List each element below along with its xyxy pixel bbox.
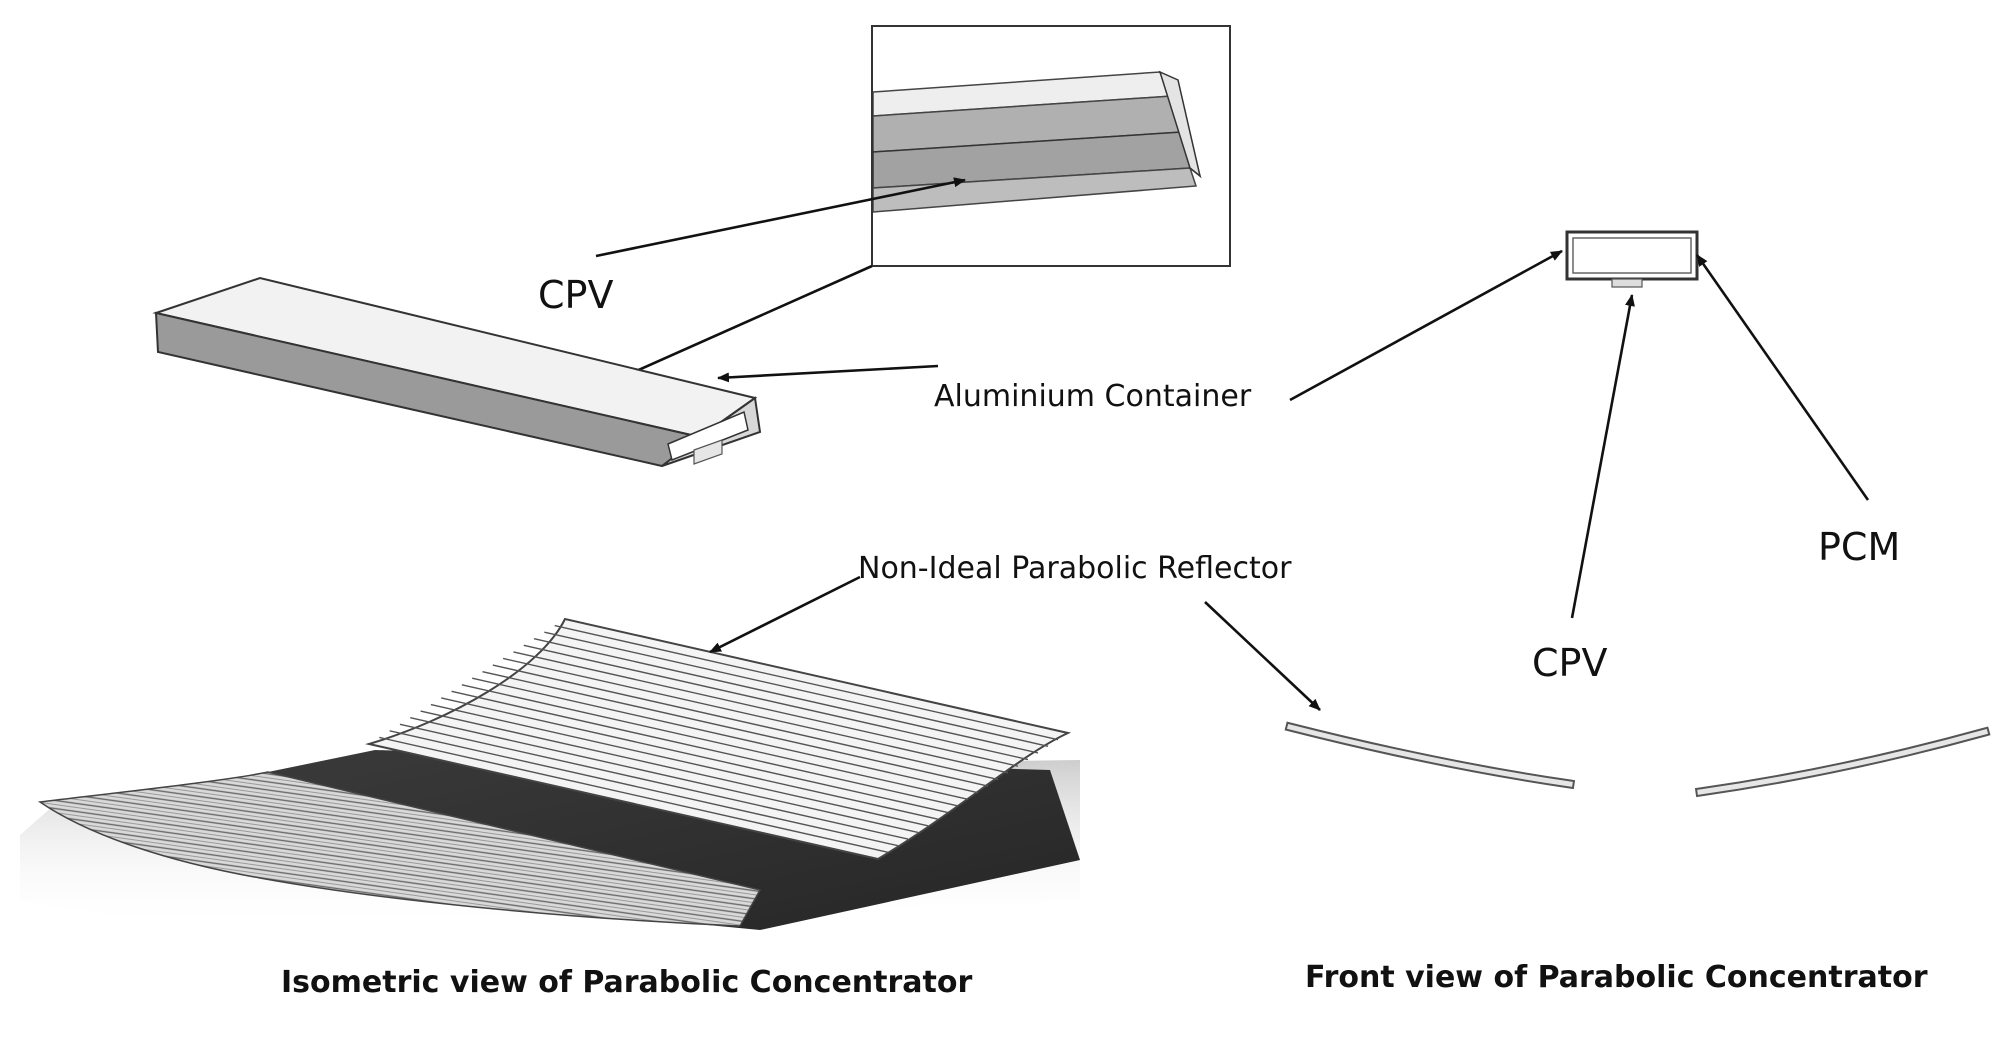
reflector-ridge-line <box>482 670 989 787</box>
pcm-label: PCM <box>1818 525 1900 569</box>
reflector-ridge-line <box>399 723 909 840</box>
front-view-caption: Front view of Parabolic Concentrator <box>1305 960 1928 995</box>
isometric-view-caption: Isometric view of Parabolic Concentrator <box>281 965 972 1000</box>
isometric-parabolic-reflector <box>20 617 1080 930</box>
reflector-ridge-line <box>544 631 1049 747</box>
cpv-front-label: CPV <box>1532 641 1607 685</box>
reflector-ridge-line <box>430 703 939 820</box>
reflector-ridge-line <box>554 624 1059 741</box>
cpv-top-arrow <box>595 177 966 258</box>
cpv-top-label: CPV <box>538 273 613 317</box>
reflector-ridge-line <box>420 710 929 827</box>
aluminium-container-isometric <box>152 276 762 468</box>
reflector-ridge-line <box>461 684 969 800</box>
reflector-ridge-line <box>513 651 1019 767</box>
reflector-ridge-line <box>410 717 919 834</box>
reflector-ridge-line <box>523 644 1029 761</box>
non-ideal-reflector-label: Non-Ideal Parabolic Reflector <box>858 551 1292 586</box>
container-iso-arrow <box>717 364 939 383</box>
reflector-ridge-line <box>472 677 979 794</box>
front-view-reflector <box>1284 721 1991 798</box>
aluminium-container-label: Aluminium Container <box>934 379 1252 414</box>
reflector-ridge-line <box>533 638 1039 754</box>
reflector-ridge-line <box>502 657 1009 774</box>
inset-leader-line <box>624 264 873 378</box>
reflector-ridge-line <box>389 730 899 847</box>
cpv-front-arrow <box>1570 294 1635 619</box>
reflector-iso-arrow <box>709 575 861 654</box>
pcm-arrow <box>1695 254 1870 501</box>
reflector-front-arrow <box>1204 601 1321 711</box>
reflector-ridge-line <box>451 690 959 807</box>
container-front-arrow <box>1289 249 1563 402</box>
reflector-ridge-line <box>441 697 949 814</box>
reflector-ridge-line <box>492 664 999 781</box>
front-view-receiver <box>1565 230 1699 288</box>
reflector-ridge-line <box>379 736 889 854</box>
zoom-inset <box>871 25 1231 267</box>
